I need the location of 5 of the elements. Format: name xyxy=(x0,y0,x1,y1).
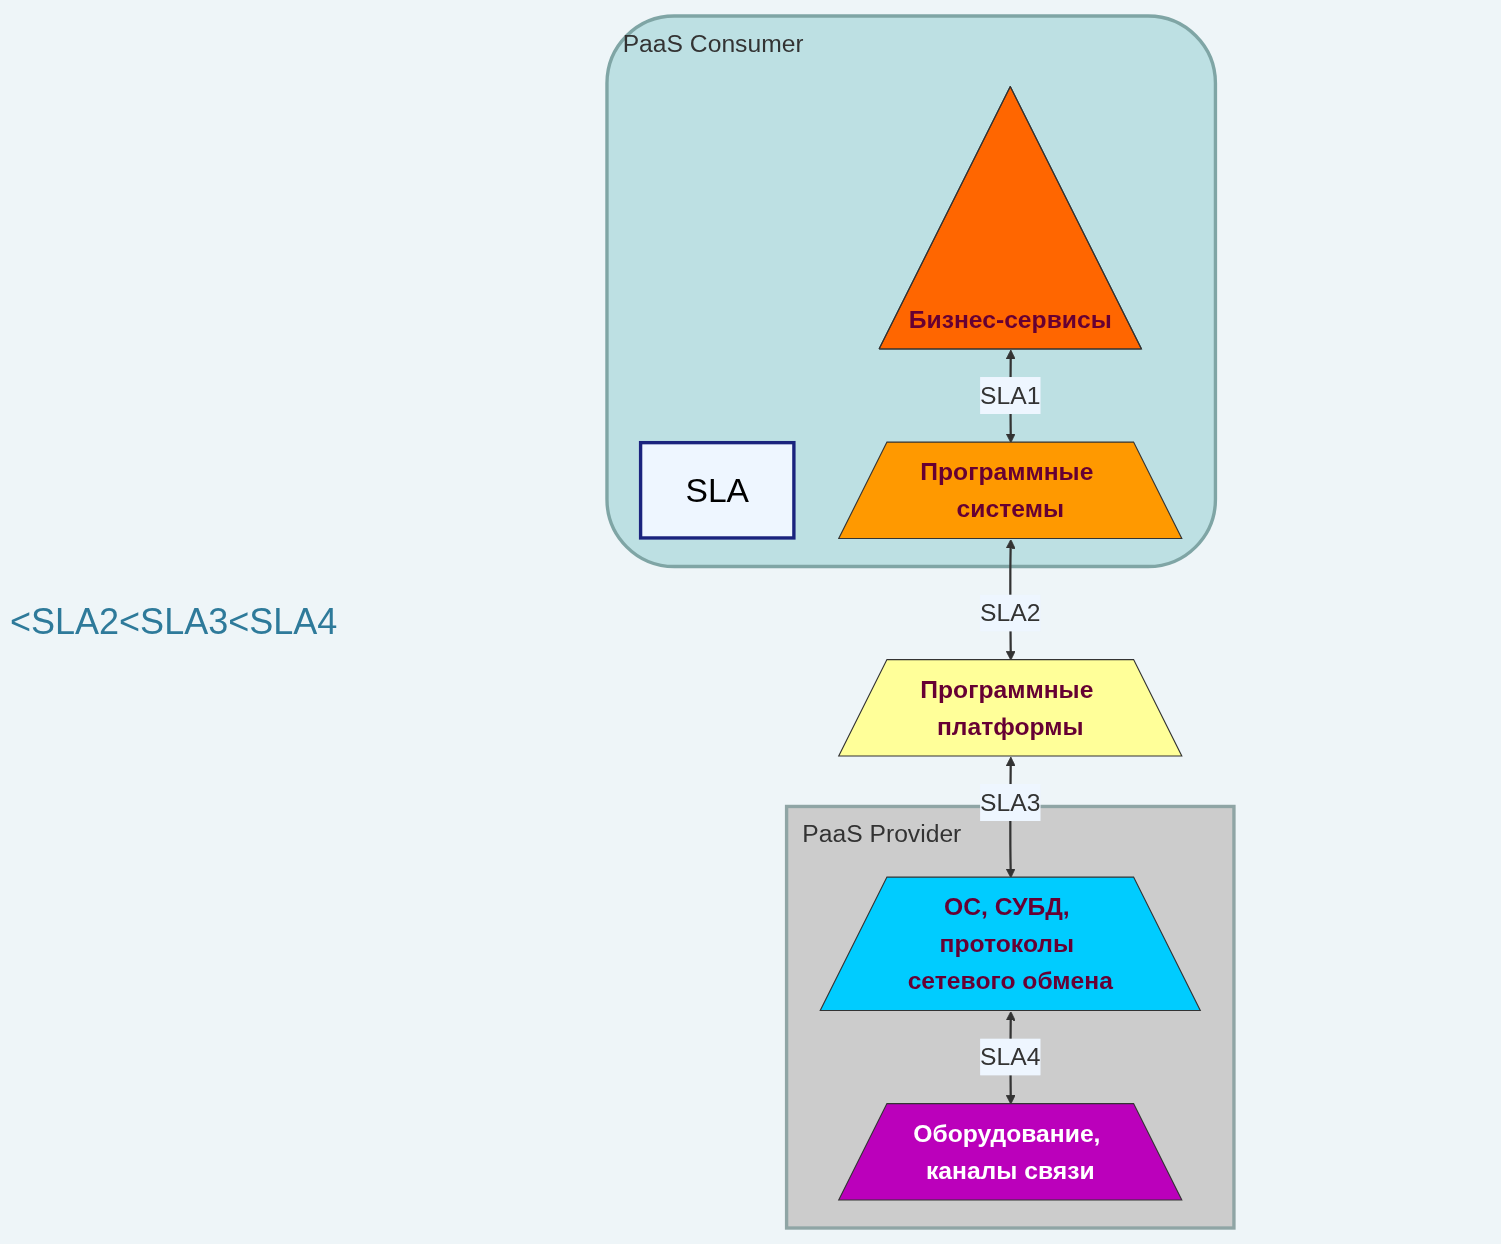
note-text: <SLA2<SLA3<SLA4 xyxy=(10,601,339,643)
node-box: SLA xyxy=(638,440,796,540)
edge-label: SLA4 xyxy=(980,1043,1041,1072)
edge-label: SLA2 xyxy=(980,599,1041,628)
edge-label: SLA1 xyxy=(980,381,1041,410)
